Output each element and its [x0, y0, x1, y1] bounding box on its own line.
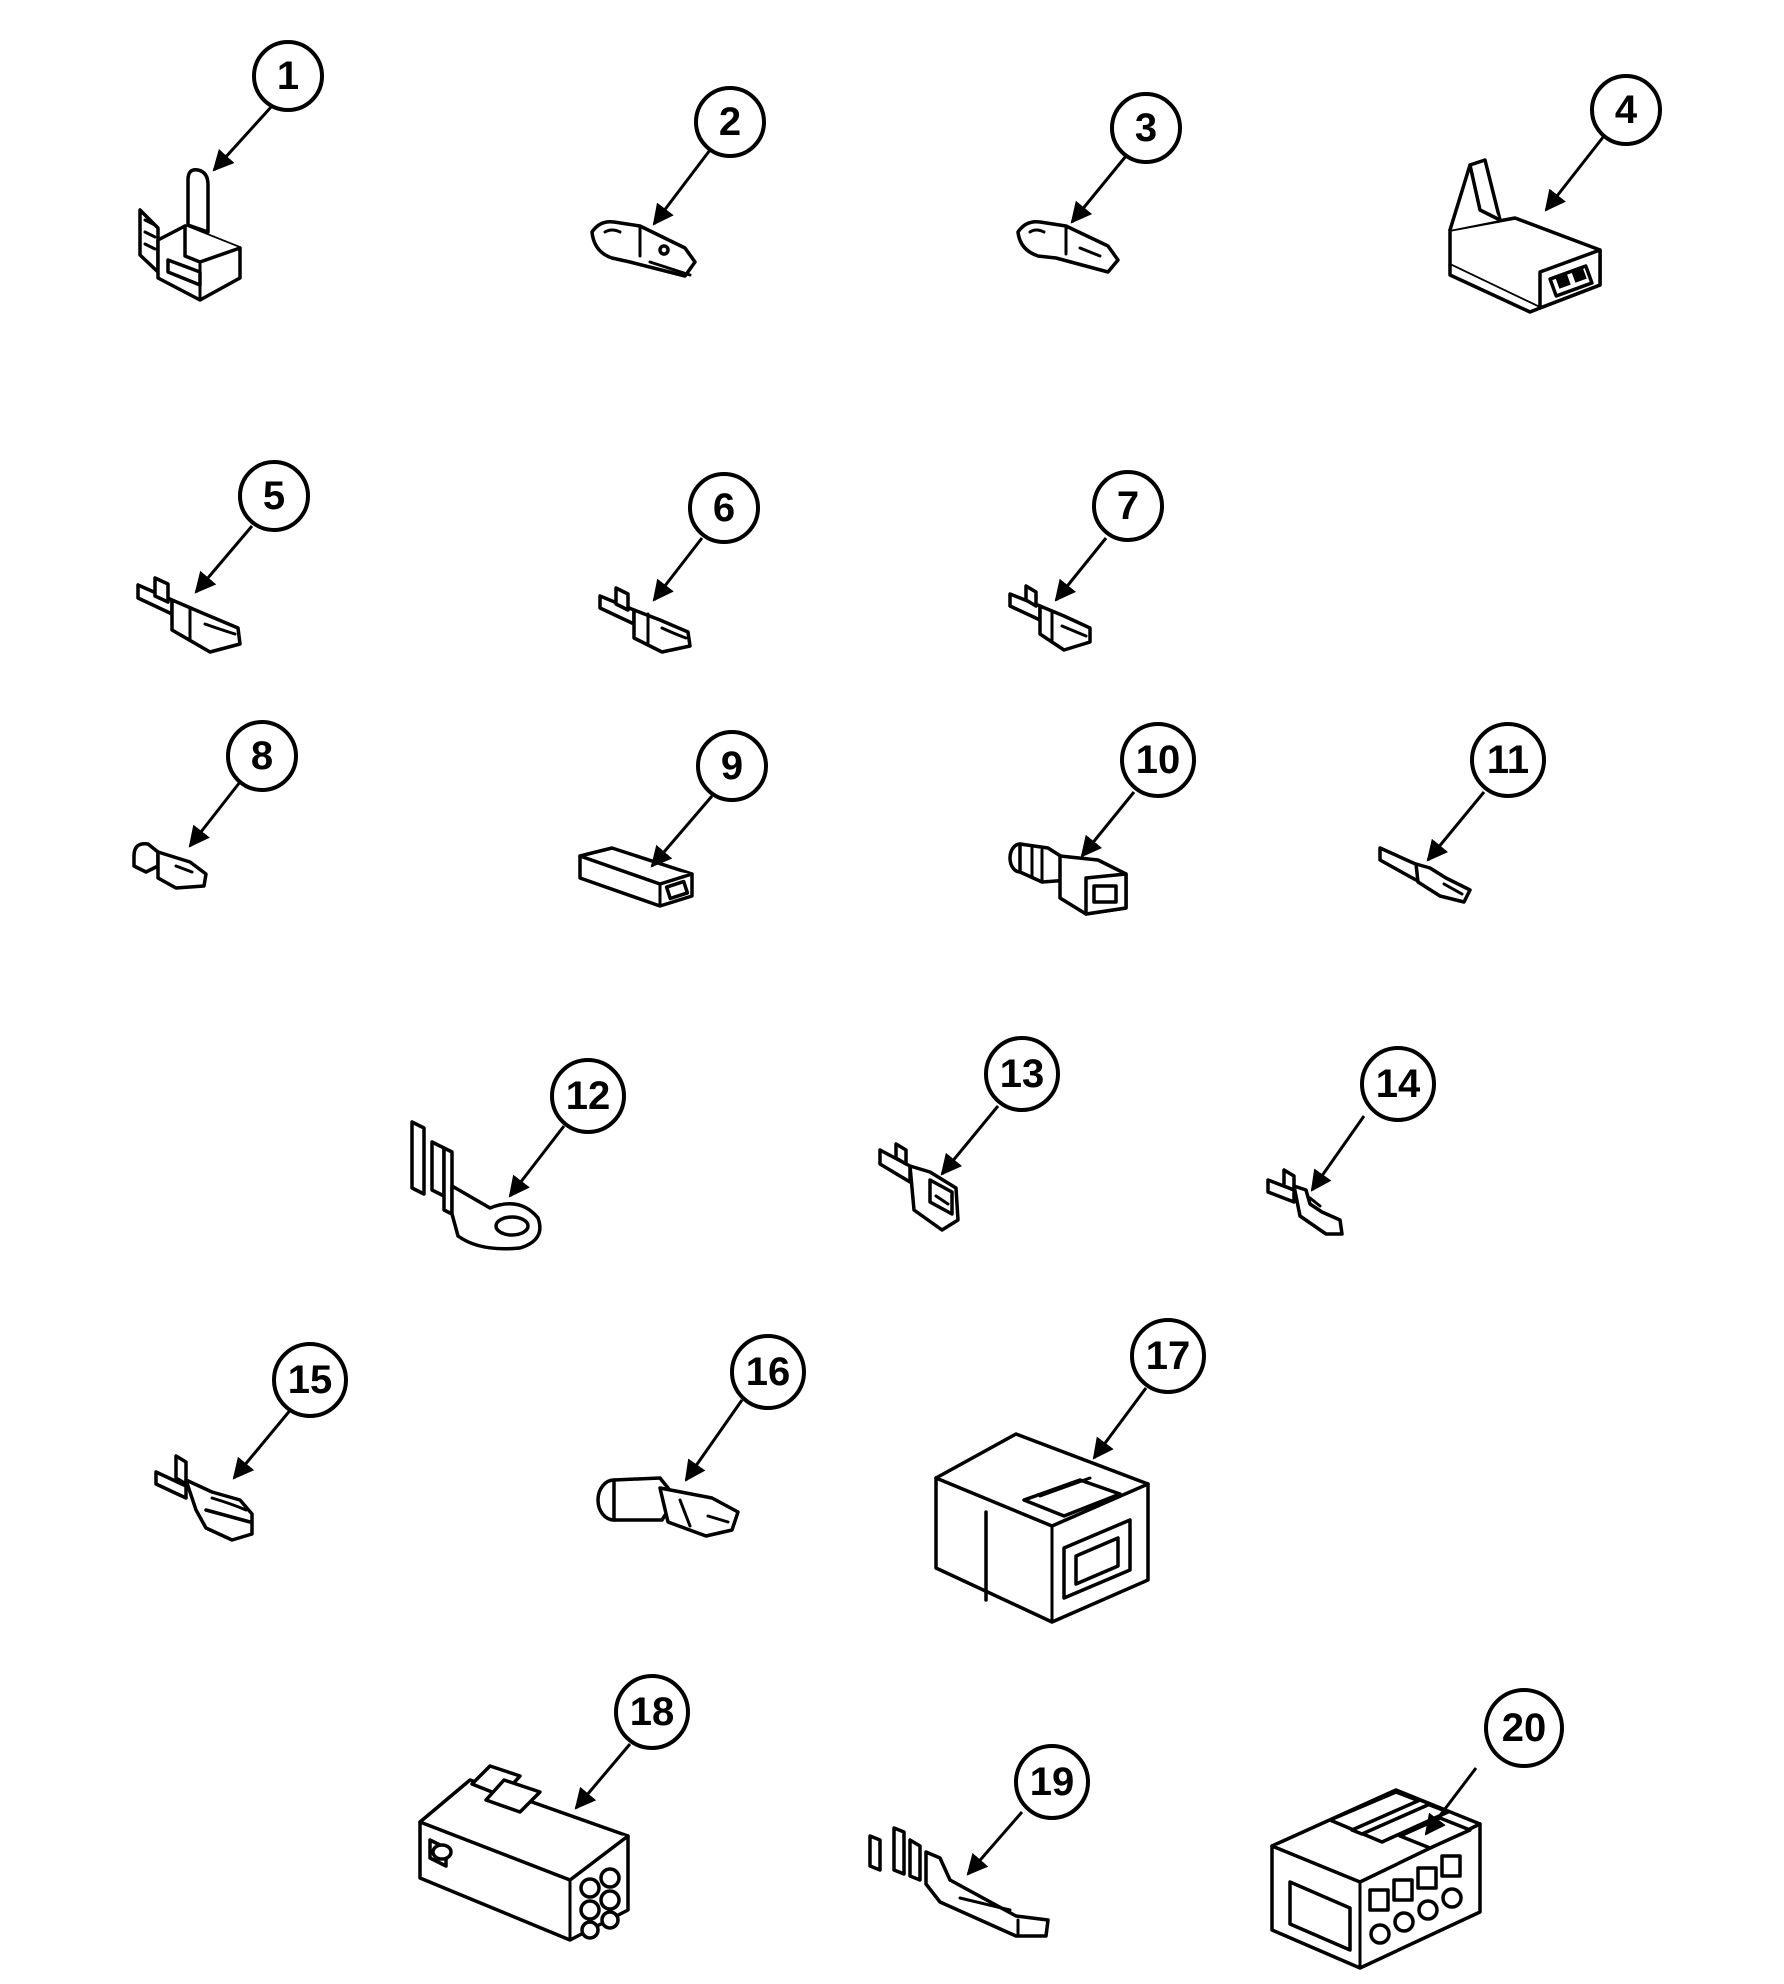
callout-1: 1 [252, 40, 324, 112]
callout-6: 6 [688, 472, 760, 544]
callout-3: 3 [1110, 92, 1182, 164]
callout-13-label: 13 [1000, 1052, 1045, 1096]
part-13-drawing [878, 1142, 960, 1232]
part-12-drawing [410, 1120, 542, 1251]
callout-3-label: 3 [1135, 106, 1157, 150]
callout-8-label: 8 [251, 734, 273, 778]
leader-11 [1426, 791, 1486, 862]
part-16-drawing [596, 1476, 740, 1538]
part-2-drawing [590, 219, 697, 278]
leader-7 [1054, 537, 1108, 602]
part-15-drawing [154, 1454, 254, 1542]
callout-18: 18 [614, 1674, 690, 1750]
callout-12: 12 [550, 1058, 626, 1134]
callout-18-label: 18 [630, 1690, 675, 1734]
part-20-drawing [1270, 1788, 1482, 1970]
callout-9-label: 9 [721, 744, 743, 788]
callout-19-label: 19 [1030, 1760, 1075, 1804]
callout-4-label: 4 [1615, 88, 1638, 132]
leader-18 [574, 1743, 632, 1810]
callout-10-label: 10 [1136, 738, 1181, 782]
callout-7-label: 7 [1117, 484, 1139, 528]
leader-3 [1070, 155, 1128, 224]
leader-5 [194, 525, 254, 594]
part-5-drawing [136, 576, 242, 654]
leader-19 [966, 1811, 1024, 1876]
callout-11: 11 [1470, 722, 1546, 798]
callout-14: 14 [1360, 1046, 1436, 1122]
leader-17 [1092, 1387, 1148, 1460]
leader-6 [652, 537, 704, 602]
callout-1-label: 1 [277, 54, 299, 98]
callout-7: 7 [1092, 470, 1164, 542]
callout-15-label: 15 [288, 1358, 333, 1402]
leader-2 [652, 149, 712, 226]
callout-20: 20 [1484, 1688, 1564, 1768]
leader-1 [212, 104, 274, 172]
leader-14 [1310, 1115, 1366, 1192]
part-1-drawing [138, 167, 242, 302]
part-4-drawing [1448, 158, 1602, 314]
callout-14-label: 14 [1376, 1062, 1421, 1106]
leader-4 [1544, 135, 1606, 212]
leader-9 [650, 795, 714, 868]
leader-13 [940, 1105, 1000, 1176]
leader-10 [1080, 791, 1136, 858]
leader-12 [508, 1125, 566, 1198]
leader-15 [232, 1407, 294, 1480]
part-19-drawing [868, 1826, 1050, 1938]
callout-19: 19 [1014, 1744, 1090, 1820]
part-3-drawing [1016, 219, 1120, 274]
callout-2: 2 [694, 86, 766, 158]
callout-5: 5 [238, 460, 310, 532]
callout-17-label: 17 [1146, 1334, 1191, 1378]
part-14-drawing [1266, 1168, 1344, 1236]
part-6-drawing [598, 586, 692, 654]
callout-5-label: 5 [263, 474, 285, 518]
callout-12-label: 12 [566, 1074, 611, 1118]
callout-4: 4 [1590, 74, 1662, 146]
leader-8 [188, 781, 242, 848]
part-10-drawing [1008, 842, 1128, 916]
callout-15: 15 [272, 1342, 348, 1418]
callout-11-label: 11 [1487, 738, 1529, 782]
part-18-drawing [418, 1764, 630, 1942]
part-8-drawing [132, 842, 208, 890]
callout-8: 8 [226, 720, 298, 792]
part-11-drawing [1378, 846, 1472, 904]
leader-16 [684, 1399, 744, 1482]
callout-16: 16 [730, 1334, 806, 1410]
callout-17: 17 [1130, 1318, 1206, 1394]
callout-16-label: 16 [746, 1350, 791, 1394]
callout-10: 10 [1120, 722, 1196, 798]
part-9-drawing [578, 846, 694, 908]
callout-20-label: 20 [1502, 1706, 1547, 1750]
callout-13: 13 [984, 1036, 1060, 1112]
leader-lines [188, 104, 1606, 1876]
callout-6-label: 6 [713, 486, 735, 530]
callout-2-label: 2 [719, 100, 741, 144]
part-7-drawing [1008, 584, 1092, 652]
callout-9: 9 [696, 730, 768, 802]
leader-20 [1424, 1767, 1478, 1836]
part-17-drawing [934, 1432, 1150, 1624]
